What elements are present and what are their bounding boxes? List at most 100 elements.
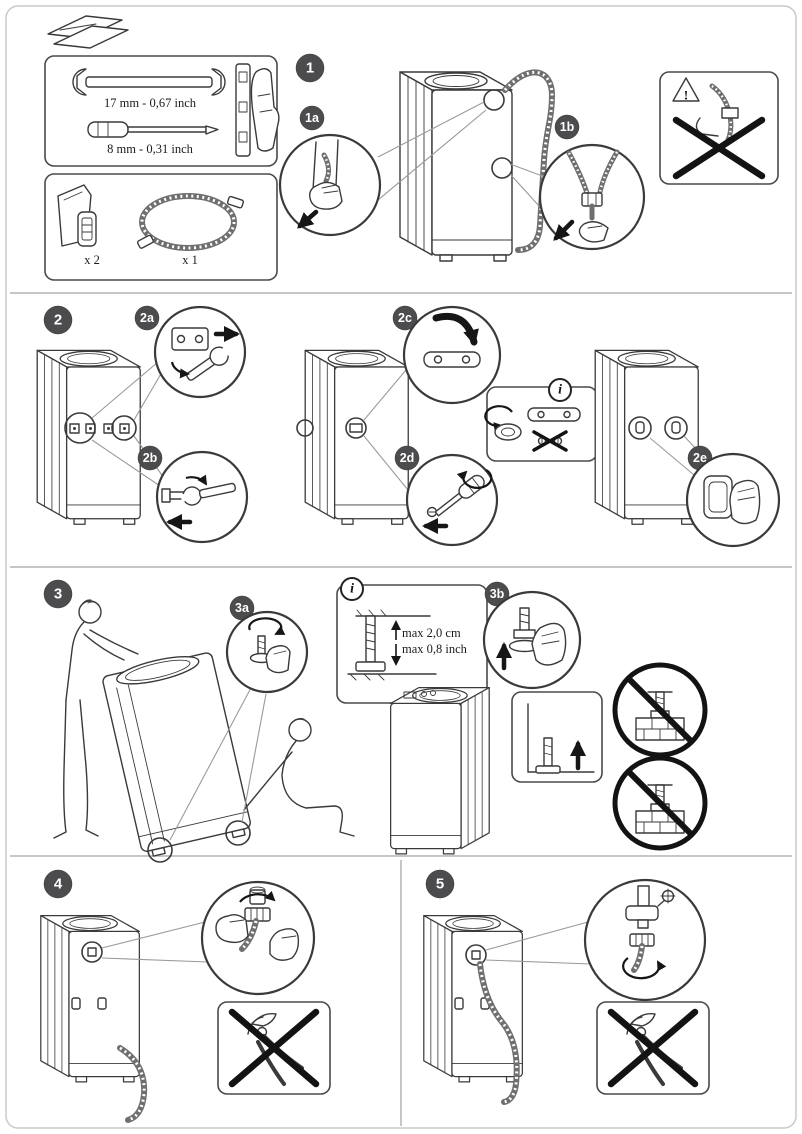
warning-exclamation: ! <box>684 88 688 103</box>
foot-marker-left <box>147 837 173 863</box>
screwdriver-size-label: 8 mm - 0,31 inch <box>107 142 194 156</box>
inlet-valve-marker <box>81 941 103 963</box>
section-step1: 17 mm - 0,67 inch 8 mm - 0,31 inch <box>44 15 779 281</box>
machine-step3-front <box>390 686 490 855</box>
step-2-label: 2 <box>54 312 62 329</box>
screw-on-arrow-4 <box>239 890 276 903</box>
detail-circle-5 <box>583 878 707 1002</box>
hole-marker-right <box>664 416 688 440</box>
foot-screw-diagram <box>365 615 376 663</box>
step-2a-label: 2a <box>140 311 155 325</box>
person-kneeling <box>243 718 355 837</box>
no-pliers-box-4 <box>217 1001 331 1095</box>
strap-point-mid-marker <box>491 157 513 179</box>
step-3-label: 3 <box>54 586 62 603</box>
info-letter: i <box>558 383 562 398</box>
seal-ring-icon <box>494 423 522 441</box>
hand-icon-4-left <box>215 913 249 944</box>
remove-arrow-2c <box>432 313 479 346</box>
hand-icon-3b <box>531 622 567 666</box>
control-panel-detail <box>403 691 417 699</box>
page-border <box>5 5 797 1129</box>
step-1a-label: 1a <box>305 111 320 125</box>
step-3a-label: 3a <box>235 601 250 615</box>
screw-on-arrow-5 <box>622 957 667 980</box>
hinge-plate <box>171 327 209 351</box>
detail-circle-1a <box>278 133 382 237</box>
detail-circle-2b <box>155 450 249 544</box>
wrench-icon-2b <box>180 482 237 506</box>
step-3b-label: 3b <box>490 587 505 601</box>
step-4-badge: 4 <box>43 869 73 899</box>
tilted-machine <box>102 652 251 857</box>
prohibited-blocks-circle-2 <box>615 758 705 848</box>
pull-arrow-1a <box>296 209 319 229</box>
detail-circle-4 <box>200 880 316 996</box>
spirit-level-icon <box>235 63 251 157</box>
section-step3: 3 <box>43 577 705 863</box>
rotate-arrow-2d <box>456 469 493 489</box>
spacer-edge-marker <box>296 419 314 437</box>
step-1-label: 1 <box>306 60 314 77</box>
hose-qty-label: x 1 <box>182 253 198 267</box>
foot-marker-right <box>225 820 251 846</box>
step-2c-badge: 2c <box>392 305 418 331</box>
wrench-size-label: 17 mm - 0,67 inch <box>104 96 197 110</box>
step-2-badge: 2 <box>43 305 73 335</box>
pull-arrow-1b <box>553 219 575 241</box>
detail-circle-3a <box>225 610 309 694</box>
machine-step5 <box>423 914 591 1105</box>
detail-circle-2e <box>685 452 781 548</box>
hand-icon-1a <box>308 181 343 210</box>
info-box-step2: i <box>484 378 598 462</box>
step-2b-label: 2b <box>143 451 158 465</box>
pliers-crossed-icon-5 <box>611 1012 695 1084</box>
machine-step2-spacers <box>296 349 409 525</box>
warning-box: ! <box>659 71 779 185</box>
step-2b-badge: 2b <box>137 445 163 471</box>
rotate-arrow-2a <box>170 361 190 379</box>
warning-triangle-icon: ! <box>672 77 700 103</box>
info-icon-leveling: i <box>340 577 364 601</box>
machine-step2-bolts <box>36 349 165 525</box>
wrench-17mm-icon <box>72 68 226 96</box>
detail-circle-2a <box>153 305 247 399</box>
inlet-hose-coil-icon <box>136 193 245 251</box>
wrench-icon-2a <box>186 345 231 381</box>
corner-foot-screw <box>543 737 553 767</box>
hand-icon-1b <box>578 221 609 243</box>
hand-icon-4-right <box>269 928 300 961</box>
ratchet-tool-icon <box>47 15 129 49</box>
bolt-head <box>161 488 171 503</box>
step-3b-badge: 3b <box>484 581 510 607</box>
pliers-crossed-icon-4 <box>232 1012 316 1084</box>
machine-step4 <box>40 914 209 1123</box>
step-3a-badge: 3a <box>229 595 255 621</box>
hand-icon-3a <box>265 645 291 674</box>
section-step2: 2 2a <box>36 305 781 548</box>
hand-icon-2e <box>729 479 761 525</box>
section-step5: 5 <box>423 869 710 1105</box>
gloves-icon <box>250 68 280 152</box>
rotate-arrow-3a <box>248 617 286 635</box>
prohibited-blocks-circle-1 <box>615 665 705 755</box>
step-1b-badge: 1b <box>554 114 580 140</box>
step-2e-label: 2e <box>693 451 707 465</box>
inlet-cap-icon <box>77 211 97 247</box>
detail-circle-2d <box>405 453 499 547</box>
bolt-single-marker <box>111 415 137 441</box>
step-1b-label: 1b <box>560 120 575 134</box>
machine-step2-covers <box>594 349 713 525</box>
bolt-pair-marker <box>64 412 96 444</box>
section-step4: 4 <box>40 869 331 1123</box>
strap-point-top-marker <box>483 89 505 111</box>
tools-box: 17 mm - 0,67 inch 8 mm - 0,31 inch <box>44 55 280 167</box>
step-1-badge: 1 <box>295 53 325 83</box>
step-5-label: 5 <box>436 876 444 893</box>
info-box-leveling: i max 2,0 cm max 0,8 inch <box>336 577 488 704</box>
info-icon-step2: i <box>548 378 572 402</box>
info-letter-2: i <box>350 582 354 597</box>
caps-qty-label: x 2 <box>84 253 100 267</box>
plastic-spacer <box>423 351 481 368</box>
